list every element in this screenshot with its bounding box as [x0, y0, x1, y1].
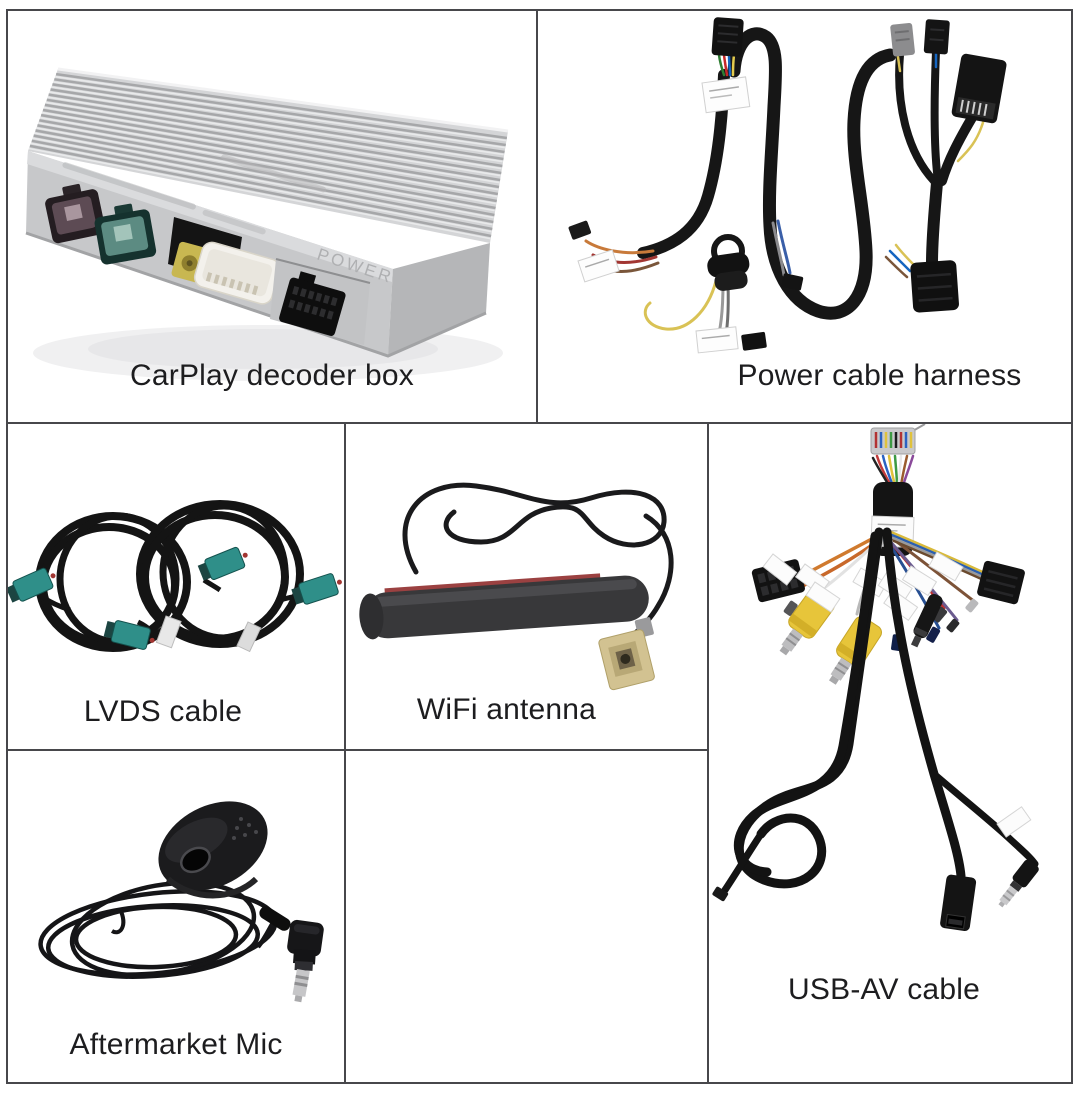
lvds-cable-label: LVDS cable — [83, 695, 243, 728]
usb-female-connector — [940, 874, 977, 932]
harness-label-flags — [577, 76, 751, 354]
box-top-face — [28, 67, 509, 243]
lvds-tape-bands — [155, 615, 262, 653]
grid-divider-horizontal-low — [8, 749, 707, 751]
cell-usb-av-cable: USB-AV cable — [709, 424, 1071, 1082]
grid-frame — [6, 9, 1073, 1084]
grid-divider-vertical-left — [344, 424, 346, 1082]
aftermarket-mic-photo — [38, 801, 324, 1003]
wifi-antenna-label: WiFi antenna — [416, 693, 597, 726]
mic-head — [158, 801, 268, 899]
cell-aftermarket-mic: Aftermarket Mic — [8, 751, 344, 1082]
usb-av-cable-label: USB-AV cable — [788, 973, 980, 1006]
grid-divider-horizontal-mid — [8, 422, 1071, 424]
carplay-decoder-box-label: CarPlay decoder box — [130, 359, 414, 392]
grid-divider-vertical-top — [536, 11, 538, 422]
power-socket — [270, 258, 371, 345]
mic-jack-plug — [259, 906, 324, 1003]
cell-power-cable-harness: Power cable harness — [538, 11, 1071, 422]
cell-lvds-cable: LVDS cable — [8, 424, 344, 749]
purple-connector — [45, 183, 106, 244]
grid-divider-vertical-right — [707, 424, 709, 1082]
antenna-connector — [598, 617, 655, 691]
aftermarket-mic-label: Aftermarket Mic — [69, 1028, 283, 1061]
cable-end-tip — [712, 886, 729, 902]
usb-av-cable-photo — [712, 424, 1039, 932]
cell-carplay-decoder-box: POWER — [8, 11, 536, 422]
cell-wifi-antenna: WiFi antenna — [346, 424, 707, 749]
power-cable-harness-photo — [568, 17, 1007, 354]
usb-av-main-cables — [721, 527, 1039, 894]
wifi-antenna-photo — [359, 482, 674, 691]
lvds-cable-photo — [8, 500, 342, 653]
teal-connector — [94, 203, 157, 265]
av-jack-plug — [996, 806, 1039, 908]
empty-cell — [346, 751, 707, 1082]
antenna-bar — [359, 573, 649, 640]
usb-av-right-connector — [977, 560, 1025, 605]
lvds-connectors — [8, 546, 342, 650]
harness-connectors — [568, 17, 1007, 351]
embossed-marking — [62, 162, 266, 235]
power-cable-harness-label: Power cable harness — [737, 359, 1022, 392]
carplay-decoder-box-photo: POWER — [25, 67, 509, 381]
white-connector — [193, 241, 281, 305]
av-female-connector — [910, 593, 943, 648]
